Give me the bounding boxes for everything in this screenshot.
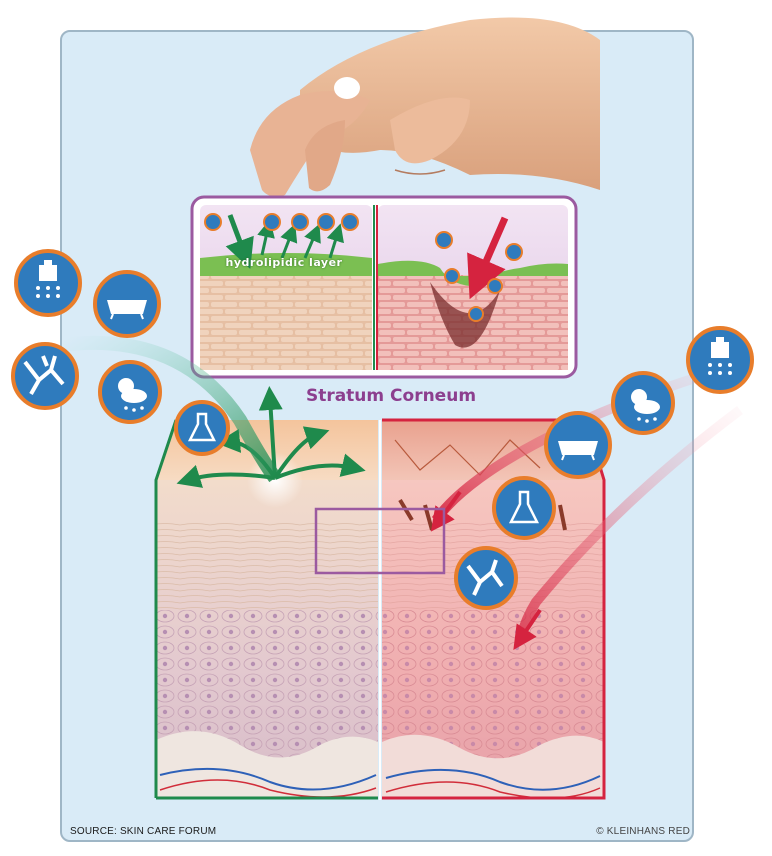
zoom-indicator xyxy=(314,507,446,575)
weight-icon xyxy=(686,326,754,394)
mini-icon-row xyxy=(204,213,523,322)
right-aggressor-icons xyxy=(454,326,754,610)
source-caption: SOURCE: SKIN CARE FORUM xyxy=(70,826,217,837)
left-aggressor-icons xyxy=(11,249,230,456)
cracks-icon xyxy=(454,546,518,610)
credit-caption: © KLEINHANS RED xyxy=(596,826,690,837)
flask-icon xyxy=(492,476,556,540)
stratum-corneum-title: Stratum Corneum xyxy=(305,386,477,406)
weather-icon xyxy=(98,360,162,424)
bathtub-icon xyxy=(544,411,612,479)
healthy-skin-block xyxy=(59,335,378,800)
bathtub-icon xyxy=(93,270,161,338)
hydrolipidic-layer-label: hydrolipidic layer xyxy=(225,256,343,269)
flask-icon xyxy=(174,400,230,456)
hands-illustration xyxy=(250,17,600,197)
damaged-skin-block xyxy=(382,365,744,800)
weight-icon xyxy=(14,249,82,317)
cracks-icon xyxy=(11,342,79,410)
barrier-damage-zone xyxy=(430,282,500,348)
inset-cross-section xyxy=(190,195,578,379)
weather-icon xyxy=(611,371,675,435)
